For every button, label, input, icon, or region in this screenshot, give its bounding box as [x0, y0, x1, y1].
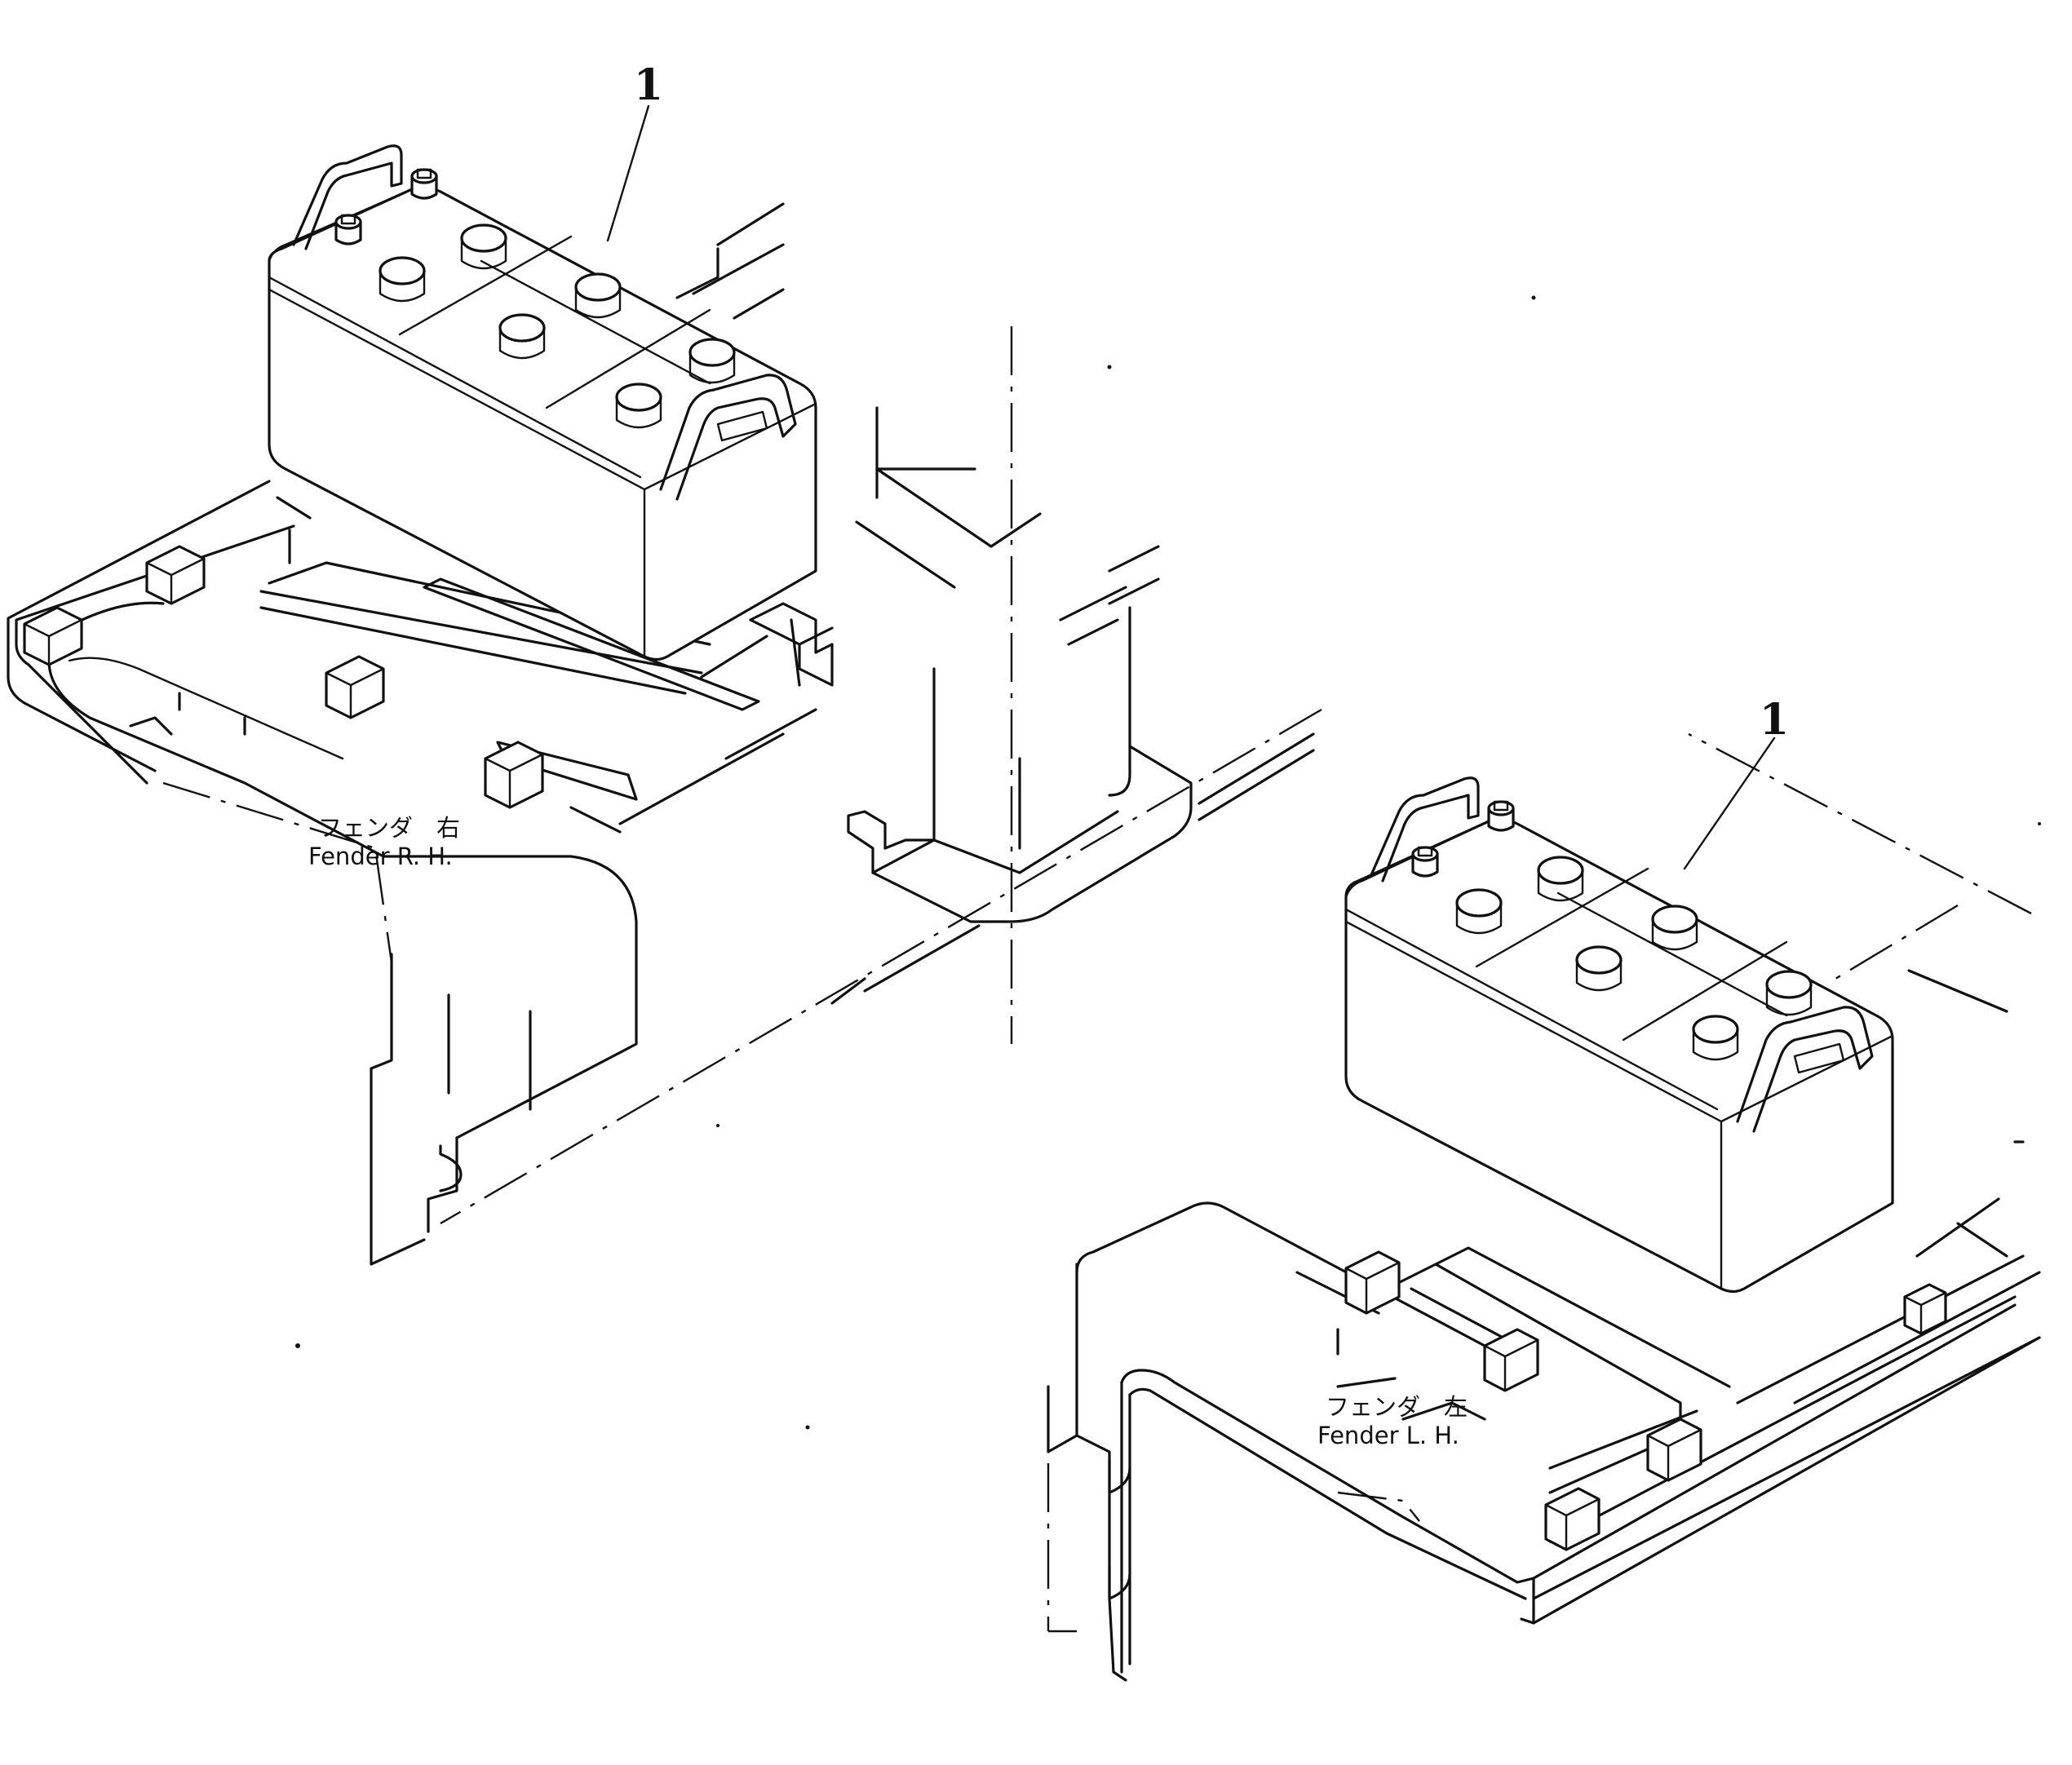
battery-handle [659, 374, 797, 501]
battery-terminal [334, 214, 362, 246]
battery-cap [1455, 888, 1503, 935]
battery-handle-grip [716, 410, 768, 442]
battery-cap [1651, 905, 1698, 951]
battery-rh: 1 [268, 60, 817, 661]
frame-rail [1198, 732, 1315, 821]
battery-cap [1575, 945, 1623, 992]
battery-cap [460, 223, 507, 270]
battery-cell-divider [480, 259, 711, 385]
battery-terminal [1487, 800, 1515, 832]
battery-cap [574, 272, 622, 319]
fender-block [23, 606, 83, 666]
battery-handle [1736, 1006, 1874, 1133]
battery-handle [292, 144, 403, 250]
fender-edge [178, 692, 246, 736]
frame-centerline [1835, 904, 1959, 980]
frame-rail [830, 924, 981, 1005]
battery-cell-divider [1475, 867, 1788, 1042]
frame-rail [1532, 1254, 2041, 1600]
fender-block [1483, 1328, 1539, 1392]
fender-vertical-panel [1075, 1263, 1127, 1682]
fender-lh-label-jp: フェンダ 左 [1326, 1393, 1468, 1421]
fender-outer-edge [7, 480, 271, 772]
battery-cap [1765, 970, 1813, 1016]
battery-cap [615, 383, 662, 429]
frame-lh [1532, 732, 2041, 1600]
fender-centerline [1337, 1491, 1420, 1522]
fender-centerline [1047, 1387, 1077, 1633]
battery-lh: 1 [1344, 695, 1894, 1294]
fender-crease [68, 657, 344, 760]
fender-vertical-panel [370, 953, 458, 1266]
battery-lid-edge [268, 276, 642, 479]
fender-top-edge [1047, 1201, 1486, 1453]
fender-rh: フェンダ 右 Fender R. H. [7, 480, 760, 1266]
bracket-vertical [875, 406, 976, 499]
battery-body [1344, 817, 1894, 1294]
bracket-block [790, 618, 834, 687]
fender-tab [129, 716, 173, 736]
frame-rail [692, 202, 785, 320]
callout-leader [606, 104, 650, 242]
frame-rail [618, 635, 817, 825]
fender-block [1903, 1283, 1947, 1335]
battery-handle [1369, 776, 1480, 883]
fender-block [1544, 1487, 1600, 1551]
frame-rh [440, 202, 1534, 1225]
fender-outer-edge [15, 524, 295, 785]
frame-rail [1059, 545, 1160, 646]
frame-rail [1915, 1197, 2008, 1258]
callout-number: 1 [1760, 695, 1789, 745]
fender-rh-label-jp: フェンダ 右 [318, 814, 460, 842]
frame-centerline [440, 708, 1322, 1225]
battery-terminal [410, 168, 438, 200]
fender-lh: フェンダ 左 Fender L. H. [1047, 1201, 2041, 1682]
fender-inner-edge [1120, 1369, 1535, 1625]
fender-top-surface [47, 601, 638, 1139]
callout-leader [1683, 737, 1776, 870]
battery-terminal [1411, 846, 1439, 878]
battery-cap [688, 338, 736, 384]
fender-mount-hole [1108, 1458, 1131, 1600]
fender-block [1344, 1250, 1401, 1315]
battery-lid-edge [1344, 908, 1719, 1111]
fender-block [1646, 1418, 1702, 1482]
fender-mount-hole [439, 1144, 463, 1192]
battery-cap [1692, 1015, 1739, 1061]
battery-cell-divider [1556, 891, 1788, 1017]
fender-rib [1385, 1246, 1731, 1421]
fender-edge [276, 496, 312, 564]
battery-cap [498, 313, 546, 360]
frame-post [1108, 606, 1131, 797]
fender-rib [1336, 1377, 1486, 1421]
bracket-block [749, 602, 817, 654]
scan-specks [295, 295, 2041, 1430]
battery-handle-grip [1793, 1042, 1845, 1074]
frame-rail [675, 247, 719, 299]
fender-block [145, 545, 206, 605]
battery-cap [379, 256, 426, 303]
battery-stand [871, 667, 1193, 923]
bracket-arm [855, 467, 1042, 589]
battery-cell-divider [398, 235, 711, 409]
fender-inner-edge [1128, 1387, 1527, 1600]
battery-cap [1537, 856, 1584, 902]
fender-edge [1532, 1303, 2041, 1625]
battery-stand [847, 810, 936, 874]
fender-block [325, 655, 385, 719]
callout-number: 1 [634, 60, 663, 110]
fender-block [484, 741, 544, 809]
battery-body [268, 185, 817, 661]
battery-stand [932, 757, 1119, 874]
fender-lh-label-en: Fender L. H. [1317, 1422, 1459, 1449]
fender-rh-label-en: Fender R. H. [308, 843, 453, 870]
fender-rib [447, 993, 532, 1111]
fender-slot [423, 577, 760, 711]
frame-centerline [1688, 732, 2032, 915]
frame-rail [1907, 969, 2025, 1143]
